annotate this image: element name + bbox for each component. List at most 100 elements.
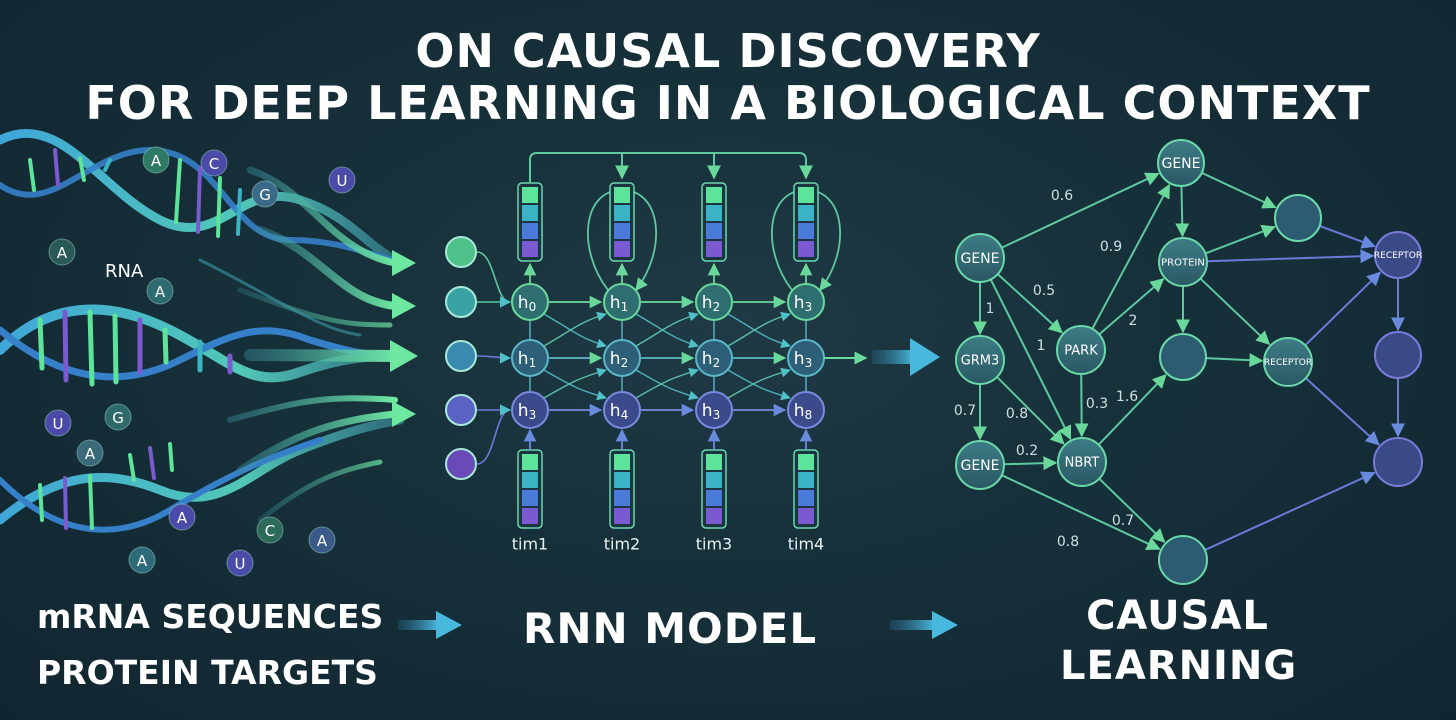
rna-base-letter: A (57, 244, 68, 262)
edge-weight-label: 0.8 (1006, 406, 1028, 422)
vector-cell (798, 508, 814, 524)
hidden-state-label: h3 (794, 293, 812, 314)
rnn-input-edge (476, 404, 512, 465)
caption-learning: LEARNING (1060, 643, 1298, 689)
arrow-caption-1 (398, 611, 462, 639)
hidden-state-label: h0 (518, 293, 536, 314)
causal-edge (1098, 477, 1166, 543)
rnn-hidden-node: h3 (787, 283, 825, 321)
node-circle (1274, 194, 1322, 242)
rnn-cross-edge (543, 367, 607, 399)
vector-cell (798, 454, 814, 470)
edge-weight-label: 1.6 (1116, 389, 1138, 405)
causal-node: GRM3 (955, 335, 1005, 385)
rna-base-letter: A (317, 532, 328, 550)
flow-arrows (398, 338, 958, 639)
hidden-state-label: h1 (610, 293, 628, 314)
vector-cell (798, 223, 814, 239)
causal-edge (1175, 185, 1190, 238)
rnn-output-vector (701, 182, 727, 262)
base-circle (76, 439, 104, 467)
rnn-cross-edge (635, 369, 699, 401)
rna-base-bubble: G (251, 180, 279, 208)
vector-cell (798, 187, 814, 203)
edge-weight-label: 1 (1037, 338, 1046, 354)
vector-cell (798, 205, 814, 221)
hidden-circle (695, 283, 733, 321)
title-line-1: ON CAUSAL DISCOVERY (415, 24, 1041, 78)
rnn-input-vector (609, 449, 635, 529)
vector-cell (706, 241, 722, 257)
rnn-hidden-node: h3 (695, 391, 733, 429)
base-circle (142, 146, 170, 174)
causal-edge (1003, 456, 1058, 471)
vector-cell (706, 223, 722, 239)
node-label: GRM3 (961, 354, 1000, 369)
edge-weight-label: 0.7 (954, 403, 976, 419)
base-circle (104, 403, 132, 431)
causal-edge (1098, 278, 1165, 336)
rna-base-letter: A (155, 283, 166, 301)
causal-edge (1091, 183, 1171, 330)
base-circle (44, 409, 72, 437)
node-circle (1159, 333, 1207, 381)
rnn-output-vector (793, 182, 819, 262)
rnn-hidden-node: h4 (603, 391, 641, 429)
rna-arrowheads (390, 250, 418, 427)
time-step-label: tim1 (512, 535, 548, 554)
causal-edge (989, 279, 1072, 440)
vector-cell (614, 205, 630, 221)
node-circle (1374, 231, 1422, 279)
rnn-hidden-node: h1 (511, 339, 549, 377)
vector-cell (614, 187, 630, 203)
edge-weight-label: 0.6 (1051, 188, 1073, 204)
vector-cell (706, 454, 722, 470)
vector-cell (614, 472, 630, 488)
causal-node: PARK (1056, 325, 1106, 375)
node-label: GENE (1161, 156, 1200, 172)
base-circle (146, 277, 174, 305)
rnn-hidden-node: h2 (695, 339, 733, 377)
vector-cell (706, 187, 722, 203)
caption-mrna-sequences: mRNA SEQUENCES (37, 597, 384, 636)
rna-base-letter: U (235, 555, 246, 573)
causal-edge (1205, 224, 1276, 255)
rna-base-letter: U (337, 172, 348, 190)
caption-protein-targets: PROTEIN TARGETS (37, 653, 378, 692)
hidden-circle (511, 283, 549, 321)
vector-cell (522, 241, 538, 257)
vector-cell (706, 508, 722, 524)
rna-base-bubble: A (142, 146, 170, 174)
causal-node (1159, 333, 1207, 381)
hidden-state-label: h2 (702, 349, 720, 370)
node-circle (955, 233, 1005, 283)
caption-rnn-model: RNN MODEL (523, 604, 818, 653)
node-label: GENE (960, 458, 999, 474)
vector-cell (798, 472, 814, 488)
rna-base-bubble: A (48, 238, 76, 266)
rnn-skip-connection (529, 152, 813, 182)
edge-weight-label: 0.3 (1086, 396, 1108, 412)
causal-node (1158, 535, 1208, 585)
causal-edge (1201, 171, 1277, 209)
node-circle (1373, 437, 1423, 487)
rnn-cross-edge (635, 313, 699, 349)
vector-cell (614, 454, 630, 470)
rna-base-bubble: A (146, 277, 174, 305)
rnn-input-edge (476, 352, 512, 364)
rnn-hidden-node: h2 (695, 283, 733, 321)
hidden-state-label: h2 (702, 293, 720, 314)
vector-cell (522, 205, 538, 221)
rnn-input-node (445, 236, 477, 268)
hidden-state-label: h2 (610, 349, 628, 370)
rna-base-letter: A (151, 152, 162, 170)
vector-cell (706, 490, 722, 506)
node-label: PROTEIN (1161, 258, 1205, 269)
vector-cell (614, 241, 630, 257)
vector-cell (522, 454, 538, 470)
rna-base-bubble: G (104, 403, 132, 431)
rna-base-bubble: C (256, 516, 284, 544)
